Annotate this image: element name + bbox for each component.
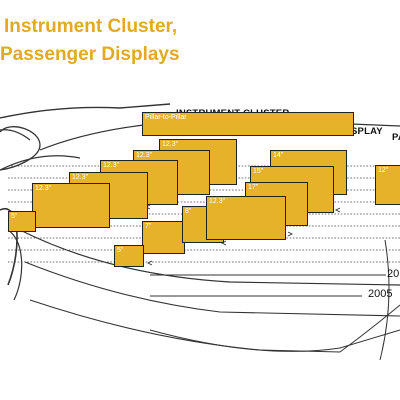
- panel-label: 12.3": [72, 174, 89, 181]
- panel-label: Pillar-to-Pillar: [145, 114, 187, 121]
- panel-label: 12.3": [162, 141, 179, 148]
- panel-label: 5": [117, 247, 124, 254]
- panel-label: 14": [273, 152, 284, 159]
- panel-label: 12.3": [103, 162, 120, 169]
- panel-label: 8": [185, 208, 192, 215]
- panel-label: 12": [378, 167, 389, 174]
- panel-label: 12.3": [136, 152, 153, 159]
- panel-cd-12-3: 12.3": [206, 196, 286, 240]
- panel-label: 12.3": [35, 185, 52, 192]
- title-line-2: Passenger Displays: [0, 44, 180, 65]
- year-label-upper: 20: [387, 268, 400, 280]
- panel-label: 15": [253, 168, 264, 175]
- header-passenger-display: PA: [392, 132, 400, 143]
- panel-ic-7: 7": [142, 221, 185, 254]
- panel-ic-5-a: 5": [8, 211, 36, 232]
- panel-label: 5": [11, 213, 18, 220]
- panel-ic-12-3-e: 12.3": [32, 183, 110, 228]
- title-line-1: Instrument Cluster,: [4, 16, 178, 37]
- panel-label: 7": [145, 223, 152, 230]
- panel-label: 17": [248, 184, 259, 191]
- panel-pa-12: 12": [375, 165, 400, 205]
- year-label-2005: 2005: [368, 288, 393, 300]
- panel-label: 12.3": [209, 198, 226, 205]
- panel-ic-5-b: 5": [114, 245, 144, 267]
- panel-pillar-to-pillar: Pillar-to-Pillar: [142, 112, 354, 136]
